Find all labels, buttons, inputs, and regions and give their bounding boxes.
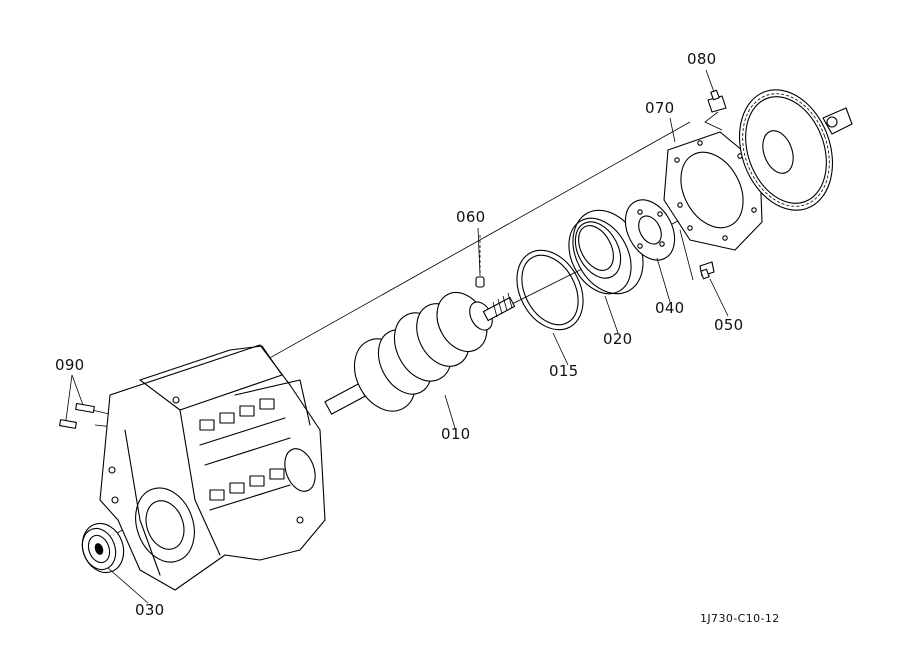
bolt-part-080 xyxy=(704,89,727,131)
callout-label-070: 070 xyxy=(645,99,675,117)
callout-label-090: 090 xyxy=(55,356,85,374)
callout-leader-lines xyxy=(65,69,729,604)
ball-bearing-part-030 xyxy=(81,522,125,574)
transmission-case xyxy=(99,344,326,591)
figure-reference-code: 1J730-C10-12 xyxy=(700,612,780,625)
callout-label-010: 010 xyxy=(441,425,471,443)
retainer-part-040 xyxy=(624,199,676,261)
callout-label-030: 030 xyxy=(135,601,165,619)
key-part-060 xyxy=(475,235,485,288)
callout-label-015: 015 xyxy=(549,362,579,380)
callout-label-020: 020 xyxy=(603,330,633,348)
stud-bolts-part-090 xyxy=(59,402,95,429)
bolt-part-050 xyxy=(699,261,715,280)
drive-gear xyxy=(738,89,853,211)
flange-plate-part-070 xyxy=(663,131,763,251)
callout-label-050: 050 xyxy=(714,316,744,334)
crankshaft-part-010 xyxy=(324,292,516,415)
callout-label-040: 040 xyxy=(655,299,685,317)
seal-ring-part-015 xyxy=(516,249,584,331)
callout-label-060: 060 xyxy=(456,208,486,226)
callout-label-080: 080 xyxy=(687,50,717,68)
